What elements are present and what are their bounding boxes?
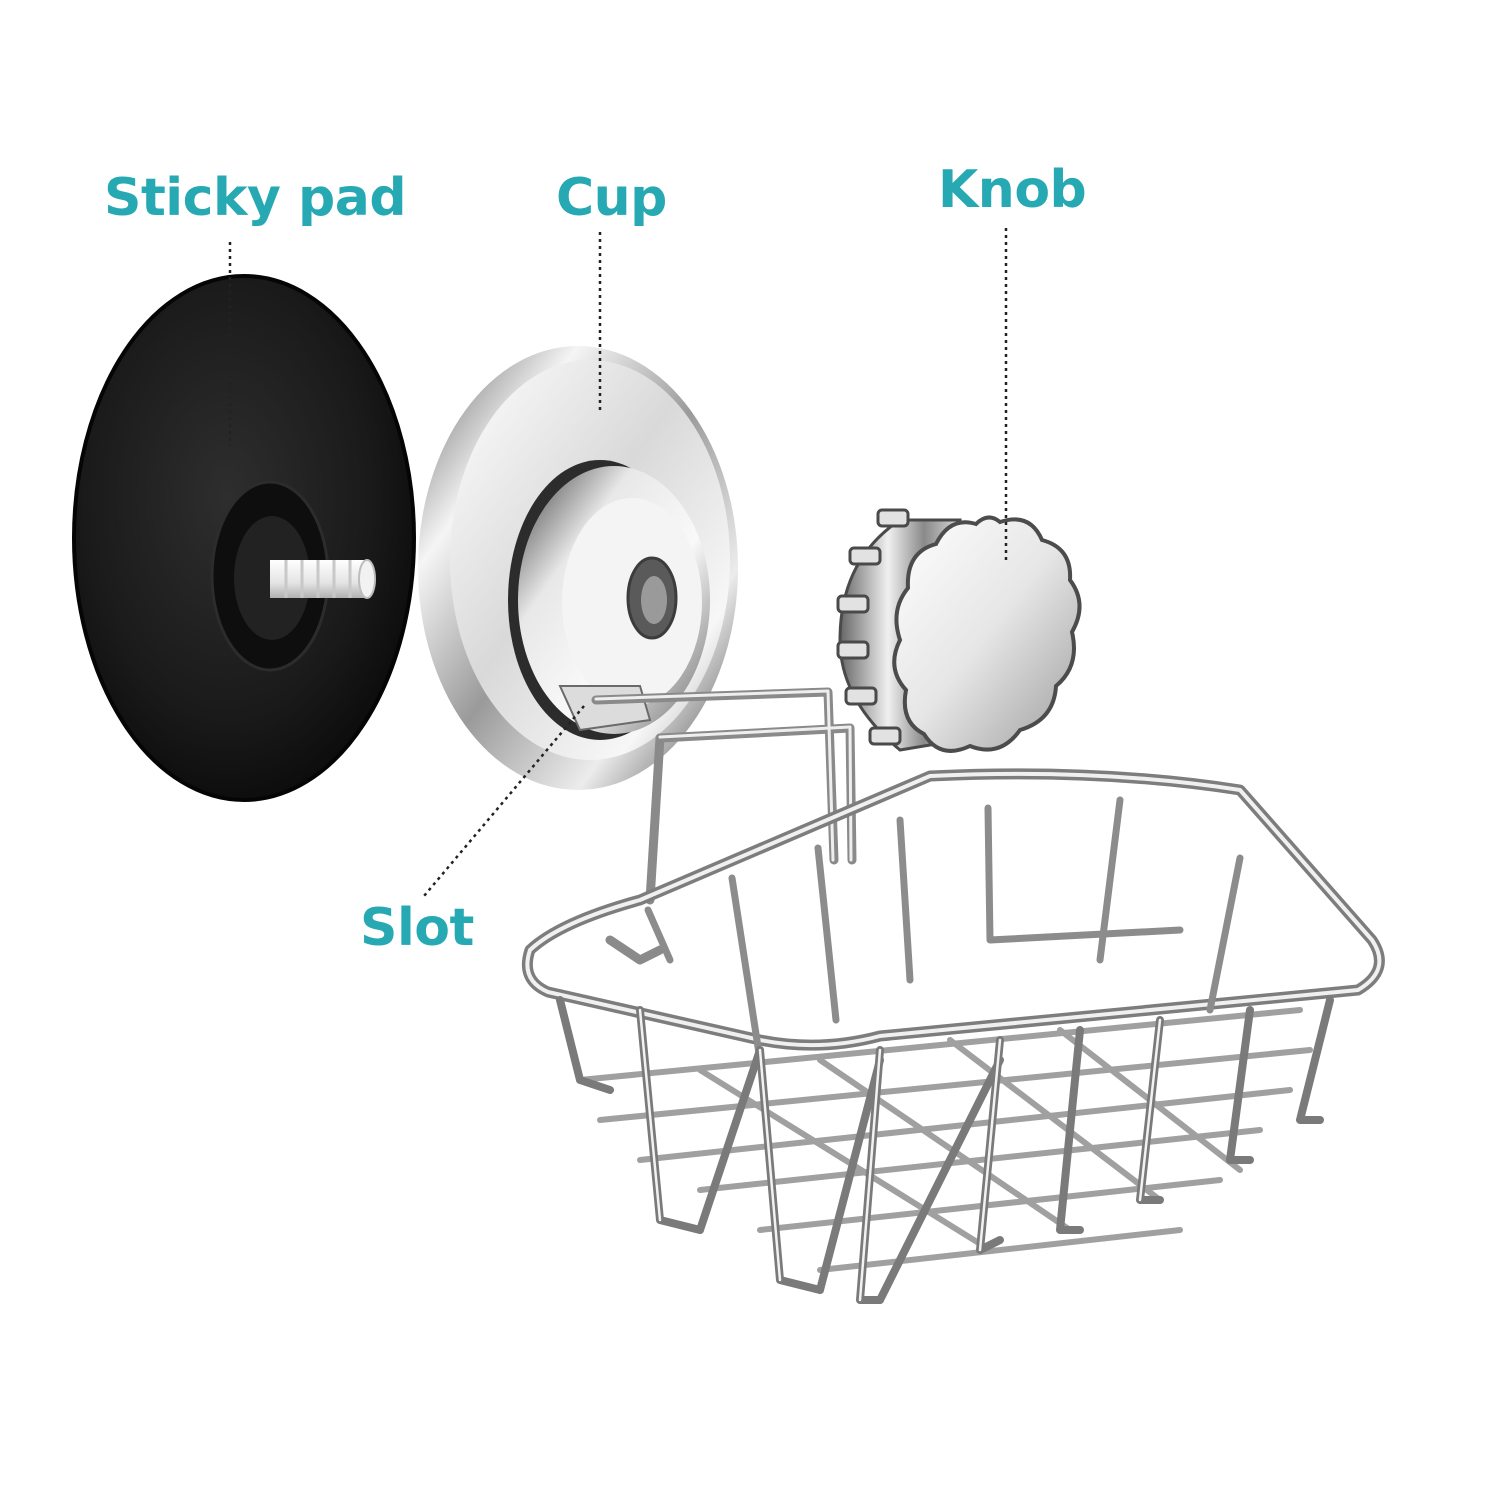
- screw-icon: [270, 559, 376, 599]
- sticky-pad-icon: [72, 274, 416, 802]
- slot-label: Slot: [360, 898, 474, 958]
- wire-soap-basket-icon: [521, 687, 1385, 1304]
- knob-icon: [836, 508, 1082, 753]
- cup-label: Cup: [556, 168, 667, 228]
- knob-label: Knob: [938, 160, 1087, 220]
- sticky-pad-label: Sticky pad: [104, 168, 407, 228]
- suction-cup-icon: [418, 346, 738, 790]
- sticky-pad-edge: [72, 274, 416, 802]
- knob-face: [892, 515, 1082, 753]
- leader-lines: [228, 228, 1008, 897]
